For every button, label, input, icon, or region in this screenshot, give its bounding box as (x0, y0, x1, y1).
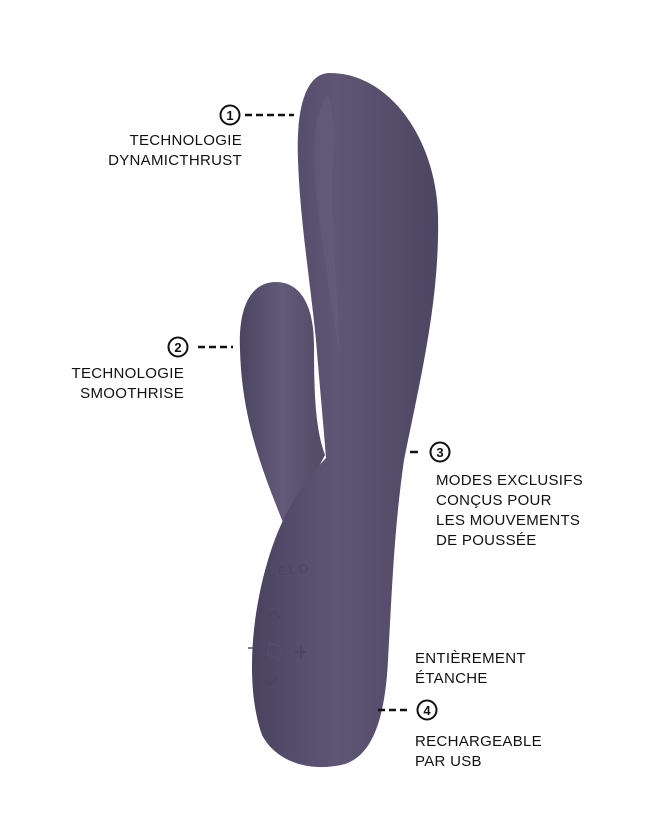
feature-1-line-2: DYNAMICTHRUST (108, 152, 242, 169)
feature-4-below-line-2: PAR USB (415, 753, 482, 770)
feature-4-above-line-1: ENTIÈREMENT (415, 650, 526, 667)
up-button-icon (267, 609, 281, 619)
down-button-icon (263, 677, 277, 687)
feature-2-line-2: SMOOTHRISE (80, 385, 184, 402)
feature-1-label: TECHNOLOGIE DYNAMICTHRUST (108, 131, 242, 171)
plus-button-icon (295, 646, 307, 658)
badge-3: 3 (429, 441, 451, 463)
feature-3-line-3: LES MOUVEMENTS (436, 512, 581, 529)
svg-text:2: 2 (174, 340, 181, 355)
feature-2-label: TECHNOLOGIE SMOOTHRISE (72, 364, 184, 404)
brand-engraving: LELO (268, 561, 312, 579)
svg-text:4: 4 (423, 703, 431, 718)
control-panel (248, 609, 307, 687)
svg-text:3: 3 (436, 445, 443, 460)
center-button-icon (266, 642, 283, 660)
feature-3-line-2: CONÇUS POUR (436, 492, 552, 509)
feature-4-above-line-2: ÉTANCHE (415, 670, 488, 687)
feature-4-below-line-1: RECHARGEABLE (415, 733, 542, 750)
feature-3-line-1: MODES EXCLUSIFS (436, 472, 584, 489)
badge-1: 1 (219, 104, 241, 126)
feature-1-line-1: TECHNOLOGIE (129, 132, 242, 149)
badge-2: 2 (167, 336, 189, 358)
badge-4: 4 (416, 699, 438, 721)
feature-3-label: MODES EXCLUSIFS CONÇUS POUR LES MOUVEMEN… (436, 471, 583, 551)
main-body (251, 73, 439, 768)
svg-text:1: 1 (226, 108, 233, 123)
feature-2-line-1: TECHNOLOGIE (71, 365, 184, 382)
clitoral-arm (239, 282, 325, 530)
feature-4-label-below: RECHARGEABLE PAR USB (415, 732, 542, 772)
feature-4-label-above: ENTIÈREMENT ÉTANCHE (415, 649, 526, 689)
feature-3-line-4: DE POUSSÉE (436, 532, 537, 549)
shaft-highlight (314, 95, 340, 360)
